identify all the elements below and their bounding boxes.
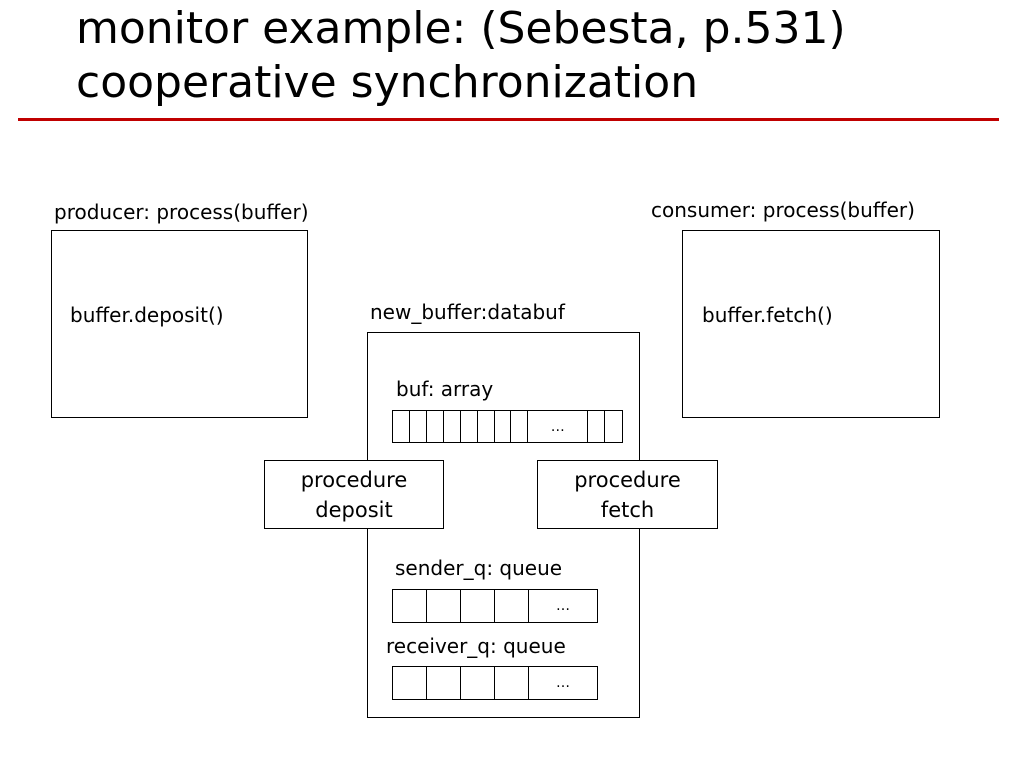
procedure-deposit-line1: procedure — [300, 467, 408, 492]
procedure-fetch-line1: procedure — [574, 467, 681, 492]
queue-cell — [427, 590, 461, 622]
receiver-queue: … — [392, 666, 598, 700]
receiver-queue-label: receiver_q: queue — [386, 634, 566, 658]
queue-cell — [461, 590, 495, 622]
buf-cell — [461, 411, 478, 442]
queue-cell — [427, 667, 461, 699]
sender-queue-label: sender_q: queue — [395, 556, 563, 580]
consumer-label: consumer: process(buffer) — [651, 198, 915, 222]
queue-cell — [495, 667, 529, 699]
buf-cell — [478, 411, 495, 442]
buf-cell — [588, 411, 606, 442]
buf-cell — [427, 411, 444, 442]
buf-cell — [511, 411, 529, 442]
buf-cell — [605, 411, 622, 442]
producer-label: producer: process(buffer) — [54, 200, 309, 224]
queue-cell — [461, 667, 495, 699]
title-line-1: monitor example: (Sebesta, p.531) — [76, 3, 846, 54]
procedure-fetch: procedure fetch — [537, 460, 718, 529]
queue-cell — [393, 667, 427, 699]
procedure-deposit-line2: deposit — [315, 497, 393, 522]
queue-cell — [495, 590, 529, 622]
sender-queue-ellipsis: … — [556, 598, 570, 614]
consumer-call: buffer.fetch() — [702, 303, 833, 327]
consumer-box: buffer.fetch() — [682, 230, 940, 418]
monitor-label: new_buffer:databuf — [370, 300, 565, 324]
buf-array-label: buf: array — [396, 377, 494, 401]
procedure-fetch-line2: fetch — [600, 497, 655, 522]
buf-cell — [495, 411, 512, 442]
buf-ellipsis: … — [528, 411, 589, 442]
buf-cell — [410, 411, 427, 442]
producer-box: buffer.deposit() — [51, 230, 308, 418]
sender-queue: … — [392, 589, 598, 623]
buf-cell — [444, 411, 461, 442]
receiver-queue-ellipsis: … — [556, 675, 570, 691]
title-line-2: cooperative synchronization — [76, 57, 699, 108]
slide-title: monitor example: (Sebesta, p.531) cooper… — [76, 2, 846, 110]
producer-call: buffer.deposit() — [70, 303, 224, 327]
title-divider — [18, 118, 999, 121]
buf-array: … — [392, 410, 623, 443]
buf-cell — [393, 411, 410, 442]
procedure-deposit: procedure deposit — [264, 460, 444, 529]
queue-cell — [393, 590, 427, 622]
